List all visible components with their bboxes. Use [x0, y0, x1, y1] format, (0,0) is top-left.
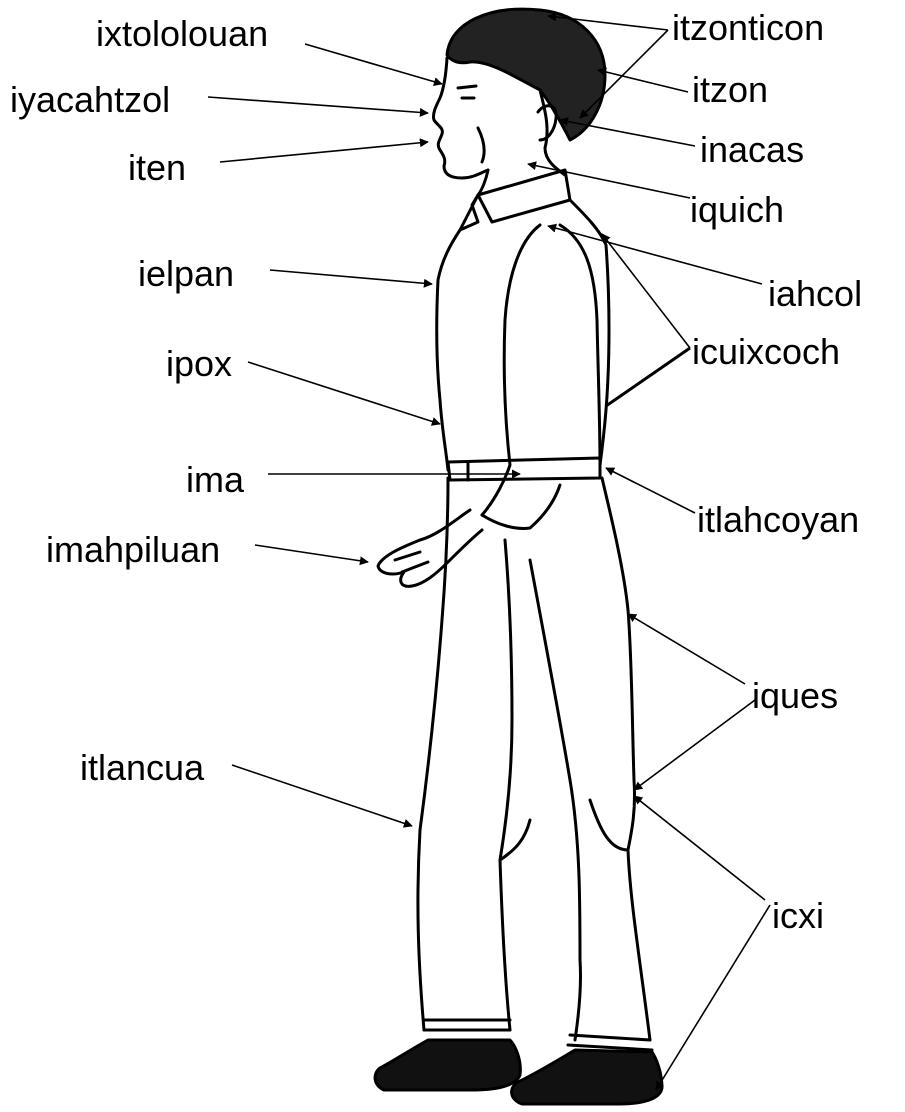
label-itlancua: itlancua — [80, 748, 204, 788]
trouser-hem-drawing — [424, 1020, 510, 1030]
label-icuixcoch: icuixcoch — [692, 332, 840, 372]
label-icxi: icxi — [772, 896, 824, 936]
hand-drawing — [378, 510, 482, 586]
label-iquich: iquich — [690, 190, 784, 230]
label-itzon: itzon — [692, 70, 768, 110]
face-drawing — [433, 58, 488, 178]
hair-drawing — [447, 9, 605, 140]
label-imahpiluan: imahpiluan — [46, 530, 220, 570]
label-ima: ima — [186, 460, 244, 500]
collar-drawing — [460, 195, 478, 230]
label-iques: iques — [752, 676, 838, 716]
belt-drawing — [448, 458, 600, 480]
label-ipox: ipox — [166, 344, 232, 384]
label-iten: iten — [128, 148, 186, 188]
back-shoe-drawing — [512, 1050, 662, 1104]
torso-front-drawing — [437, 230, 460, 470]
arm-drawing — [482, 225, 540, 515]
front-shoe-drawing — [375, 1040, 520, 1090]
pointer-lines — [208, 16, 770, 1090]
label-itzonticon: itzonticon — [672, 8, 824, 48]
label-iyacahtzol: iyacahtzol — [10, 80, 170, 120]
label-itlahcoyan: itlahcoyan — [697, 500, 859, 540]
label-ielpan: ielpan — [138, 254, 234, 294]
label-iahcol: iahcol — [768, 274, 862, 314]
trousers-front-drawing — [418, 478, 448, 1030]
trousers-back-drawing — [602, 478, 650, 1040]
label-ixtololouan: ixtololouan — [96, 14, 268, 54]
cuff-drawing — [482, 485, 560, 528]
label-inacas: inacas — [700, 130, 804, 170]
